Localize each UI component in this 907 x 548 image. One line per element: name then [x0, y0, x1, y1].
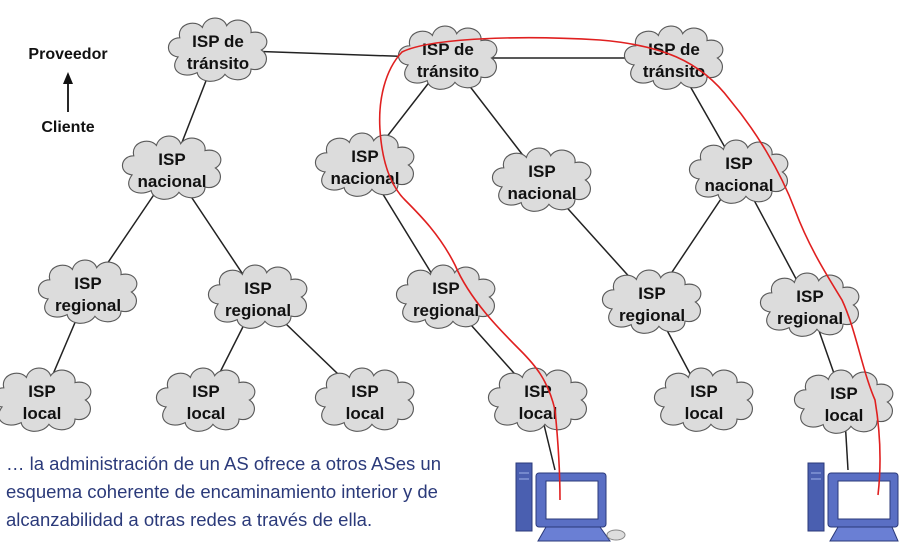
- node-label-line1: ISP: [524, 382, 551, 401]
- isp-node-n1: ISP nacional: [121, 135, 222, 200]
- isp-node-r2: ISP regional: [207, 264, 308, 329]
- node-label-line1: ISP de: [192, 32, 244, 51]
- isp-node-r1: ISP regional: [37, 259, 138, 324]
- node-label-line2: local: [346, 404, 385, 423]
- caption-line-1: … la administración de un AS ofrece a ot…: [6, 453, 441, 474]
- node-label-line1: ISP: [244, 279, 271, 298]
- node-label-line1: ISP de: [422, 40, 474, 59]
- isp-node-n4: ISP nacional: [688, 139, 789, 204]
- arrow-up-icon: [63, 72, 73, 84]
- isp-node-n3: ISP nacional: [491, 147, 592, 212]
- route-path: [378, 36, 881, 501]
- node-label-line1: ISP: [158, 150, 185, 169]
- node-label-line1: ISP: [28, 382, 55, 401]
- node-label-line2: regional: [777, 309, 843, 328]
- caption: … la administración de un AS ofrece a ot…: [6, 453, 441, 530]
- node-label-line1: ISP: [351, 147, 378, 166]
- node-label-line2: local: [23, 404, 62, 423]
- isp-node-r4: ISP regional: [601, 269, 702, 334]
- legend-provider-label: Proveedor: [28, 46, 107, 63]
- isp-node-l2: ISP local: [155, 367, 256, 432]
- node-label-line1: ISP: [830, 384, 857, 403]
- node-label-line2: regional: [413, 301, 479, 320]
- node-label-line2: regional: [225, 301, 291, 320]
- node-label-line2: local: [187, 404, 226, 423]
- node-label-line1: ISP: [725, 154, 752, 173]
- node-label-line2: tránsito: [417, 62, 479, 81]
- isp-node-t1: ISP de tránsito: [167, 17, 268, 82]
- caption-line-2: esquema coherente de encaminamiento inte…: [6, 481, 438, 502]
- node-label-line2: nacional: [138, 172, 207, 191]
- node-label-line1: ISP: [528, 162, 555, 181]
- node-label-line1: ISP: [74, 274, 101, 293]
- node-label-line1: ISP: [351, 382, 378, 401]
- node-label-line2: tránsito: [643, 62, 705, 81]
- node-label-line2: regional: [619, 306, 685, 325]
- node-label-line2: nacional: [508, 184, 577, 203]
- isp-node-t2: ISP de tránsito: [397, 25, 498, 90]
- node-label-line2: nacional: [331, 169, 400, 188]
- node-label-line1: ISP: [432, 279, 459, 298]
- node-label-line1: ISP: [192, 382, 219, 401]
- node-label-line2: local: [519, 404, 558, 423]
- node-label-line2: nacional: [705, 176, 774, 195]
- node-label-line2: regional: [55, 296, 121, 315]
- nodes-layer: ISP de tránsito ISP de tránsito ISP de tránsi…: [0, 17, 894, 434]
- node-label-line1: ISP de: [648, 40, 700, 59]
- legend: Proveedor Cliente: [28, 46, 107, 136]
- isp-node-l3: ISP local: [314, 367, 415, 432]
- isp-node-l4: ISP local: [487, 367, 588, 432]
- node-label-line2: local: [685, 404, 724, 423]
- node-label-line2: local: [825, 406, 864, 425]
- isp-node-r3: ISP regional: [395, 264, 496, 329]
- node-label-line1: ISP: [690, 382, 717, 401]
- computer-icon: [515, 462, 626, 542]
- isp-node-r5: ISP regional: [759, 272, 860, 337]
- isp-node-l1: ISP local: [0, 367, 92, 432]
- caption-line-3: alcanzabilidad a otras redes a través de…: [6, 509, 372, 530]
- isp-node-n2: ISP nacional: [314, 132, 415, 197]
- node-label-line1: ISP: [796, 287, 823, 306]
- node-label-line1: ISP: [638, 284, 665, 303]
- legend-client-label: Cliente: [41, 119, 94, 136]
- node-label-line2: tránsito: [187, 54, 249, 73]
- isp-node-l6: ISP local: [793, 369, 894, 434]
- isp-node-l5: ISP local: [653, 367, 754, 432]
- computer-icon: [807, 462, 899, 542]
- isp-node-t3: ISP de tránsito: [623, 25, 724, 90]
